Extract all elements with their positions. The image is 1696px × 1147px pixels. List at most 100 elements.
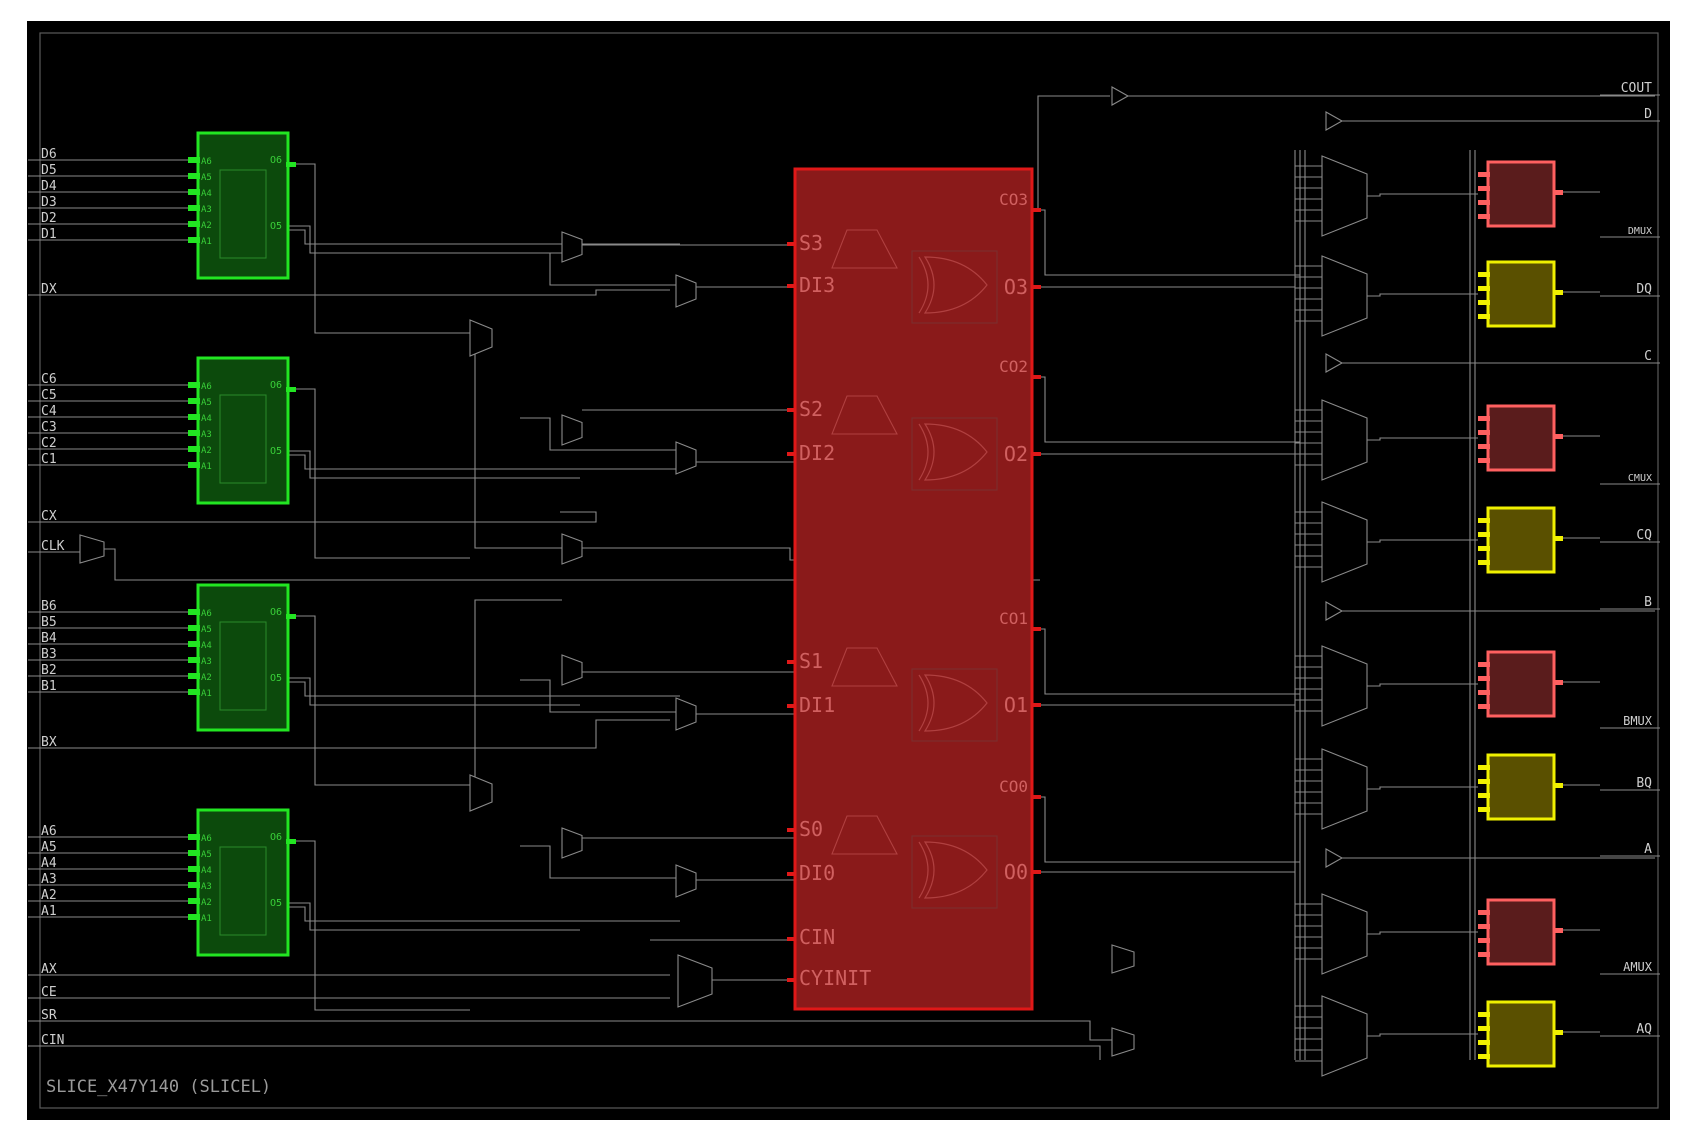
ff-input-pin <box>1478 807 1490 812</box>
input-label-b4: B4 <box>41 631 57 646</box>
wire <box>1367 539 1478 543</box>
input-label-c1: C1 <box>41 452 57 467</box>
ff-input-pin <box>1478 286 1490 291</box>
wire <box>288 450 580 479</box>
wire <box>28 1045 1101 1060</box>
lut-input-pin <box>188 898 200 904</box>
wire <box>1367 437 1478 441</box>
carry-co-co1: CO1 <box>999 609 1028 628</box>
carry-pin <box>787 242 795 246</box>
ff-input-pin <box>1478 662 1490 667</box>
ff-input-pin <box>1478 518 1490 523</box>
output-label-bmux: BMUX <box>1623 714 1653 728</box>
carry-pin <box>1032 285 1041 289</box>
lut-input-pin <box>188 189 200 195</box>
output-label-c: C <box>1644 349 1652 364</box>
output-label-a: A <box>1644 842 1652 857</box>
carry4-block <box>793 167 1034 1011</box>
carry-pin <box>787 408 795 412</box>
input-label-bx: BX <box>41 735 57 750</box>
wire <box>288 229 680 245</box>
lut-input-pin <box>188 398 200 404</box>
carry-co-co2: CO2 <box>999 357 1028 376</box>
lut-output-label: O6 <box>270 607 282 618</box>
lut-input-pin <box>188 850 200 856</box>
carry-select-s0: S0 <box>799 817 823 841</box>
wire <box>296 840 470 1011</box>
ff-input-pin <box>1478 560 1490 565</box>
carry-xor-back <box>918 674 929 732</box>
input-label-d4: D4 <box>41 179 57 194</box>
ff-input-pin <box>1478 186 1490 191</box>
ff-input-pin <box>1478 300 1490 305</box>
ff-input-pin <box>1478 430 1490 435</box>
wire <box>28 1020 1115 1041</box>
ff-output-pin <box>1554 190 1563 195</box>
lut-pin-label: A4 <box>201 641 212 651</box>
carry-mux <box>831 395 898 435</box>
lut-pin-label: A6 <box>201 382 212 392</box>
ff-output-pin <box>1554 536 1563 541</box>
output-label-dmux: DMUX <box>1628 226 1652 237</box>
input-label-a5: A5 <box>41 840 57 855</box>
wire <box>28 289 670 296</box>
ff-output-pin <box>1554 928 1563 933</box>
lut-core <box>219 846 267 936</box>
mux-cyinit <box>677 954 713 1008</box>
clk-inverter <box>79 534 105 564</box>
lut-pin-label: A6 <box>201 157 212 167</box>
carry-xor-frame <box>911 250 998 324</box>
carry-select-s3: S3 <box>799 231 823 255</box>
block-layer: A6A5A4A3A2A1O6O5A6A5A4A3A2A1O6O5A6A5A4A3… <box>79 86 1563 1077</box>
ffmux <box>1321 893 1368 975</box>
carry-xor-frame <box>911 417 998 491</box>
carry-select-s1: S1 <box>799 649 823 673</box>
output-label-bq: BQ <box>1636 776 1652 791</box>
ff-input-pin <box>1478 765 1490 770</box>
mux-cmux <box>561 414 583 446</box>
lut-input-pin <box>188 205 200 211</box>
input-label-a1: A1 <box>41 904 57 919</box>
wire <box>1041 209 1300 276</box>
ff-input-pin <box>1478 1040 1490 1045</box>
lut-output-pin <box>286 387 296 392</box>
carry-pin <box>787 284 795 288</box>
flip-flop-yellow <box>1486 1000 1556 1068</box>
wire <box>520 417 676 451</box>
input-label-cin: CIN <box>41 1033 64 1048</box>
wire <box>520 845 676 879</box>
wire <box>520 252 676 286</box>
lut-input-pin <box>188 173 200 179</box>
wire <box>28 719 670 749</box>
mux-amux-out <box>1111 944 1135 974</box>
flip-flop-red <box>1486 650 1556 718</box>
wire <box>288 902 580 931</box>
carry-pin <box>1032 452 1041 456</box>
lut-input-pin <box>188 237 200 243</box>
input-label-a4: A4 <box>41 856 57 871</box>
lut-d <box>196 131 290 280</box>
flip-flop-yellow <box>1486 260 1556 328</box>
input-label-b6: B6 <box>41 599 57 614</box>
lut-output-label: O6 <box>270 832 282 843</box>
lut-pin-label: A2 <box>201 898 212 908</box>
lut-input-pin <box>188 414 200 420</box>
output-label-cout: COUT <box>1621 81 1652 96</box>
carry-xor <box>923 841 988 899</box>
wire <box>288 681 680 697</box>
wire <box>288 454 680 470</box>
wire <box>28 511 597 523</box>
carry-cyinit: CYINIT <box>799 966 871 990</box>
carry-o-o1: O1 <box>1004 693 1028 717</box>
ff-input-pin <box>1478 924 1490 929</box>
input-label-clk: CLK <box>41 539 65 554</box>
input-label-d6: D6 <box>41 147 57 162</box>
ff-output-pin <box>1554 783 1563 788</box>
input-label-d5: D5 <box>41 163 57 178</box>
carry-o-o3: O3 <box>1004 275 1028 299</box>
ff-input-pin <box>1478 532 1490 537</box>
mux-b-sel <box>469 774 493 812</box>
lut-input-pin <box>188 641 200 647</box>
